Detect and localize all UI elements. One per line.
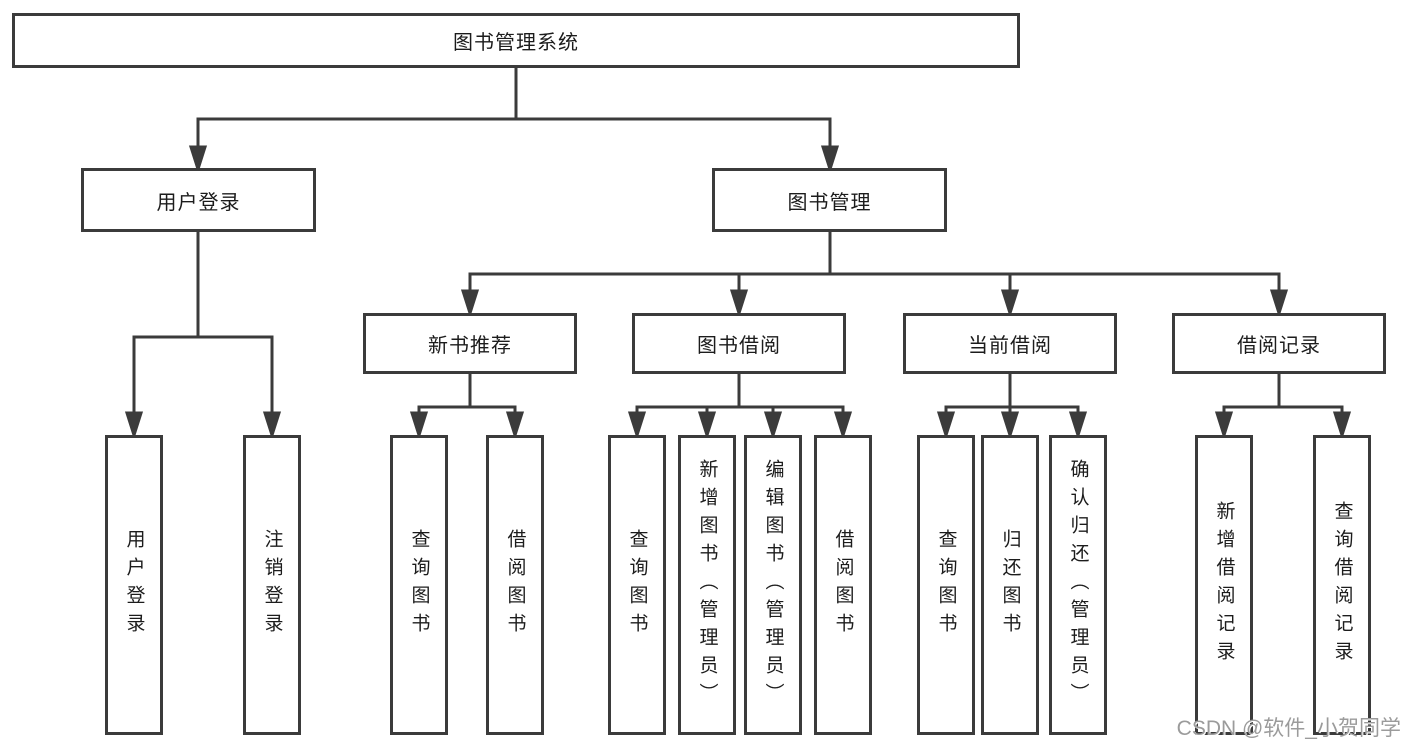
node-book-mgmt: 图书管理 — [712, 168, 947, 232]
node-root: 图书管理系统 — [12, 13, 1020, 68]
leaf-current-query-label: 查询图书 — [935, 529, 957, 641]
leaf-newbooks-borrow-label: 借阅图书 — [504, 529, 526, 641]
node-book-mgmt-label: 图书管理 — [787, 191, 872, 214]
connector-new-books-to-leaves — [409, 374, 525, 440]
csdn-watermark: CSDN @软件_小贺同学 — [1176, 717, 1401, 740]
connector-borrow-records-to-leaves — [1214, 374, 1352, 440]
leaf-current-return: 归还图书 — [981, 435, 1039, 735]
leaf-borrow-add-label: 新增图书（管理员） — [696, 459, 718, 711]
leaf-user-login-label: 用户登录 — [123, 529, 145, 641]
leaf-borrow-add: 新增图书（管理员） — [678, 435, 736, 735]
node-book-borrow-label: 图书借阅 — [697, 335, 781, 357]
leaf-records-query-label: 查询借阅记录 — [1331, 501, 1353, 669]
leaf-borrow-edit: 编辑图书（管理员） — [744, 435, 802, 735]
connector-current-borrow-to-leaves — [936, 374, 1088, 440]
connector-book-borrow-to-leaves — [627, 374, 853, 440]
node-book-borrow: 图书借阅 — [632, 313, 846, 374]
node-root-label: 图书管理系统 — [453, 32, 579, 54]
node-borrow-records-label: 借阅记录 — [1237, 335, 1321, 357]
leaf-newbooks-query: 查询图书 — [390, 435, 448, 735]
leaf-newbooks-query-label: 查询图书 — [408, 529, 430, 641]
leaf-logout-label: 注销登录 — [261, 529, 283, 641]
connector-user-login-to-leaves — [124, 232, 282, 440]
connector-root-to-level2 — [188, 66, 840, 174]
leaf-user-login: 用户登录 — [105, 435, 163, 735]
leaf-borrow-query-label: 查询图书 — [626, 529, 648, 641]
leaf-current-return-label: 归还图书 — [999, 529, 1021, 641]
leaf-borrow-borrow-label: 借阅图书 — [832, 529, 854, 641]
leaf-records-add-label: 新增借阅记录 — [1213, 501, 1235, 669]
leaf-logout: 注销登录 — [243, 435, 301, 735]
leaf-borrow-query: 查询图书 — [608, 435, 666, 735]
node-current-borrow-label: 当前借阅 — [968, 335, 1052, 357]
node-user-login: 用户登录 — [81, 168, 316, 232]
node-borrow-records: 借阅记录 — [1172, 313, 1386, 374]
leaf-records-add: 新增借阅记录 — [1195, 435, 1253, 735]
connector-book-mgmt-to-level3 — [460, 232, 1289, 318]
leaf-newbooks-borrow: 借阅图书 — [486, 435, 544, 735]
node-user-login-label: 用户登录 — [156, 191, 241, 214]
node-new-books: 新书推荐 — [363, 313, 577, 374]
leaf-records-query: 查询借阅记录 — [1313, 435, 1371, 735]
leaf-borrow-borrow: 借阅图书 — [814, 435, 872, 735]
leaf-borrow-edit-label: 编辑图书（管理员） — [762, 459, 784, 711]
node-new-books-label: 新书推荐 — [428, 335, 512, 357]
leaf-current-confirm: 确认归还（管理员） — [1049, 435, 1107, 735]
leaf-current-query: 查询图书 — [917, 435, 975, 735]
leaf-current-confirm-label: 确认归还（管理员） — [1067, 459, 1089, 711]
node-current-borrow: 当前借阅 — [903, 313, 1117, 374]
